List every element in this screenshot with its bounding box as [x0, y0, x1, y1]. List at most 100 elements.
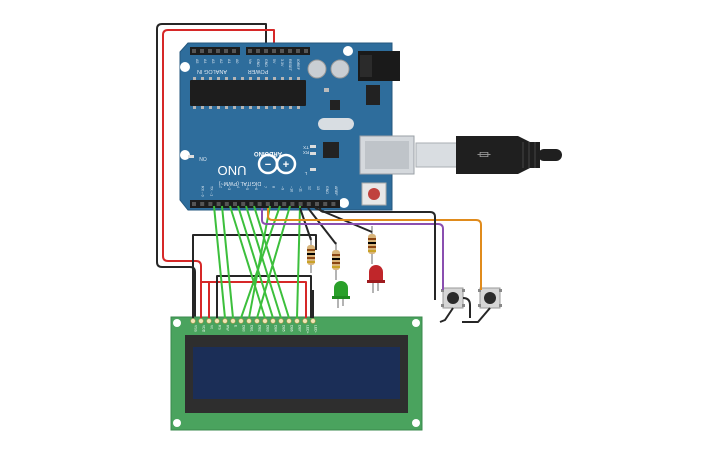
wire-btn-bridge[interactable]: [462, 297, 471, 318]
power-label: POWER: [248, 68, 269, 74]
chip-leg: [273, 106, 276, 109]
header-pin: [304, 49, 308, 53]
crystal: [318, 118, 354, 130]
led-green[interactable]: [332, 281, 350, 308]
lcd-pin[interactable]: [286, 318, 292, 324]
power-pin-label: 3.3V: [280, 59, 284, 67]
wire-data-0[interactable]: [213, 205, 226, 319]
chip-leg: [297, 77, 300, 80]
wire-button-gnd[interactable]: [319, 207, 436, 300]
wire-data-2[interactable]: [229, 205, 266, 319]
on-led: [188, 155, 194, 158]
header-pin: [200, 49, 204, 53]
analog-pin-label: A3: [211, 59, 215, 63]
digital-pin-label: ~3: [227, 186, 231, 190]
wire-button-2[interactable]: [267, 208, 482, 290]
resistor-1[interactable]: [307, 237, 315, 273]
lcd-pin[interactable]: [310, 318, 316, 324]
brand-label: ARDUINO: [254, 150, 282, 156]
wire-data-3[interactable]: [237, 205, 274, 319]
header-pin: [192, 49, 196, 53]
lcd-pin-label: VSS: [193, 325, 197, 333]
lcd-pin[interactable]: [238, 318, 244, 324]
digital-pin-label: ~5: [245, 186, 249, 190]
digital-pin-label: ~11: [298, 186, 302, 192]
lcd-pin-label: DB7: [297, 325, 301, 332]
lcd-pin[interactable]: [214, 318, 220, 324]
lcd-pin-label: LED-: [313, 325, 317, 333]
resistor-2[interactable]: [332, 242, 340, 280]
wire-data-5[interactable]: [253, 205, 290, 319]
lcd-pin-label: DB5: [281, 325, 285, 332]
lcd-pin-label: RS: [217, 325, 221, 330]
voltage-regulator: [366, 85, 380, 105]
lcd-screen: [193, 347, 400, 399]
reset-button-cap[interactable]: [368, 188, 380, 200]
usb-cable: ⏛: [415, 136, 562, 174]
lcd-pin[interactable]: [206, 318, 212, 324]
lcd-pin[interactable]: [262, 318, 268, 324]
rx-label: RX: [303, 150, 309, 155]
power-header: [246, 47, 310, 55]
usb-b-port-inner: [365, 141, 409, 169]
chip-leg: [241, 77, 244, 80]
lcd-pin-label: DB0: [241, 325, 245, 332]
chip-leg: [257, 77, 260, 80]
chip-leg: [289, 77, 292, 80]
lcd-pin[interactable]: [278, 318, 284, 324]
pushbutton-2[interactable]: [478, 287, 502, 309]
power-pin-label: GND: [264, 59, 268, 67]
lcd-pin[interactable]: [246, 318, 252, 324]
lcd-pin-label: DB1: [249, 325, 253, 332]
lcd-pin[interactable]: [230, 318, 236, 324]
wire-data-4[interactable]: [245, 205, 282, 319]
lcd-pin[interactable]: [254, 318, 260, 324]
lcd-pin[interactable]: [294, 318, 300, 324]
chip-leg: [257, 106, 260, 109]
header-pin: [216, 49, 220, 53]
mounting-hole: [180, 150, 190, 160]
power-pin-label: 5V: [272, 59, 276, 64]
led-red[interactable]: [367, 265, 385, 293]
header-pin: [288, 49, 292, 53]
chip-leg: [209, 106, 212, 109]
smd-part: [324, 88, 329, 92]
header-pin: [224, 202, 229, 206]
power-jack-front: [360, 55, 372, 77]
analog-label: ANALOG IN: [197, 68, 227, 74]
wire-5v-loop[interactable]: [162, 29, 275, 318]
lcd-pin[interactable]: [190, 318, 196, 324]
wire-btn-link[interactable]: [439, 307, 454, 323]
lcd-pin[interactable]: [302, 318, 308, 324]
header-pin: [323, 202, 328, 206]
wire-lcd-rw[interactable]: [216, 275, 312, 318]
lcd-pin[interactable]: [270, 318, 276, 324]
analog-pin-label: A4: [203, 59, 207, 63]
header-pin: [296, 49, 300, 53]
chip-leg: [249, 77, 252, 80]
wire-data-1[interactable]: [221, 205, 234, 319]
wire-button-1[interactable]: [261, 208, 444, 290]
header-pin: [331, 202, 336, 206]
wire-data-9[interactable]: [296, 205, 301, 319]
chip-leg: [233, 77, 236, 80]
header-pin: [280, 49, 284, 53]
resistor-3[interactable]: [368, 226, 376, 264]
power-pin-label: Vin: [248, 59, 252, 64]
header-pin: [315, 202, 319, 206]
mounting-hole: [339, 198, 349, 208]
wire-btn-gnd2[interactable]: [462, 307, 491, 323]
lcd-pin-label: DB2: [257, 325, 261, 332]
pushbutton-1[interactable]: [441, 287, 465, 309]
header-pin: [241, 202, 246, 206]
lcd-pin-label: DB4: [273, 325, 277, 332]
wire-resistor-2[interactable]: [307, 207, 337, 245]
lcd-pin[interactable]: [222, 318, 228, 324]
lcd-pin[interactable]: [198, 318, 204, 324]
header-pin: [232, 49, 236, 53]
header-pin: [208, 49, 212, 53]
usb-controller-chip: [323, 142, 339, 158]
